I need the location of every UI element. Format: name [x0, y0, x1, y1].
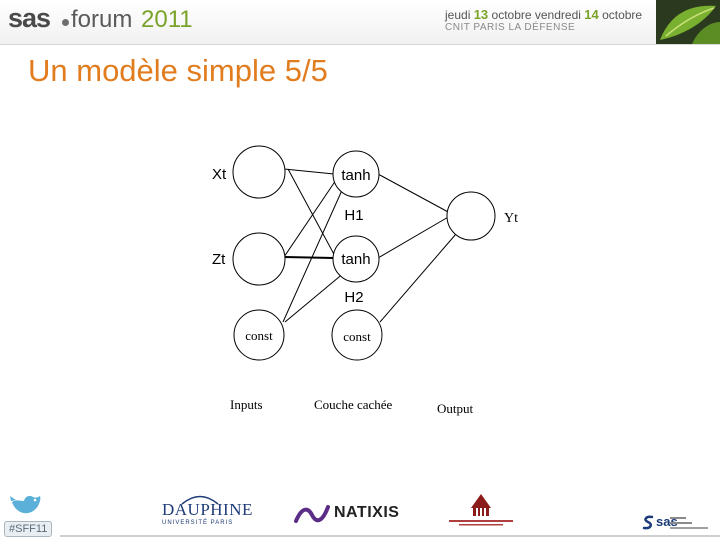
node-yt — [446, 191, 496, 241]
event-dates: jeudi 13 octobre vendredi 14 octobre — [445, 7, 642, 22]
brand-forum: forum — [71, 6, 133, 33]
label-zt: Zt — [212, 251, 226, 268]
node-h1 — [332, 150, 380, 198]
date2-suffix: octobre — [602, 8, 643, 22]
twitter-bird-icon — [10, 496, 41, 514]
column-label-inputs: Inputs — [230, 397, 263, 412]
natixis-mark-icon — [294, 505, 330, 523]
sas-swirl-icon — [642, 515, 654, 530]
label-const-hidden: const — [343, 329, 371, 344]
edge-xt-h1 — [283, 168, 335, 175]
node-const-input — [233, 309, 285, 361]
node-xt — [232, 145, 286, 199]
edge-zt-h2 — [283, 256, 335, 259]
dauphine-subtitle: UNIVERSITÉ PARIS — [162, 520, 234, 526]
column-label-hidden-layer: Couche cachée — [314, 397, 393, 412]
sas-tagline-icon — [670, 517, 708, 529]
header-banner — [0, 0, 720, 45]
label-h2: H2 — [344, 289, 363, 306]
leaf-decoration-icon — [656, 0, 720, 44]
label-const-input: const — [245, 328, 273, 343]
brand-dot-icon — [62, 19, 69, 26]
label-h1-function: tanh — [341, 167, 370, 184]
footer-divider — [60, 535, 720, 537]
node-h2 — [332, 235, 380, 283]
column-label-output: Output — [437, 401, 474, 416]
label-xt: Xt — [212, 166, 227, 183]
edge-const-h1 — [282, 187, 344, 323]
date2-number: 14 — [584, 7, 599, 22]
event-venue: CNIT PARIS LA DÉFENSE — [445, 22, 576, 33]
date1-suffix: octobre vendredi — [491, 8, 581, 22]
label-yt: Yt — [504, 211, 518, 226]
edge-zt-h1 — [283, 179, 337, 258]
node-zt — [232, 232, 286, 286]
edge-const-h2 — [284, 271, 346, 323]
edge-h2-yt — [377, 215, 451, 259]
edge-h1-yt — [377, 173, 451, 214]
label-h2-function: tanh — [341, 251, 370, 268]
slide-title: Un modèle simple 5/5 — [28, 53, 328, 88]
label-h1: H1 — [344, 207, 363, 224]
edge-xt-h2 — [287, 168, 337, 259]
brand-sas: sas — [8, 3, 51, 33]
date1-prefix: jeudi — [445, 8, 471, 22]
dauphine-name: DAUPHINE — [162, 500, 253, 519]
dauphine-logo: DAUPHINE UNIVERSITÉ PARIS — [162, 500, 253, 526]
node-const-hidden — [331, 309, 383, 361]
brand-year: 2011 — [141, 6, 193, 33]
connections — [282, 168, 457, 323]
university-logo-icon — [449, 494, 513, 526]
dauphine-arc-icon — [181, 495, 219, 505]
natixis-name: NATIXIS — [334, 504, 400, 521]
event-hashtag: #SFF11 — [4, 521, 53, 537]
date1-number: 13 — [473, 7, 489, 22]
edge-consth-yt — [379, 233, 457, 323]
